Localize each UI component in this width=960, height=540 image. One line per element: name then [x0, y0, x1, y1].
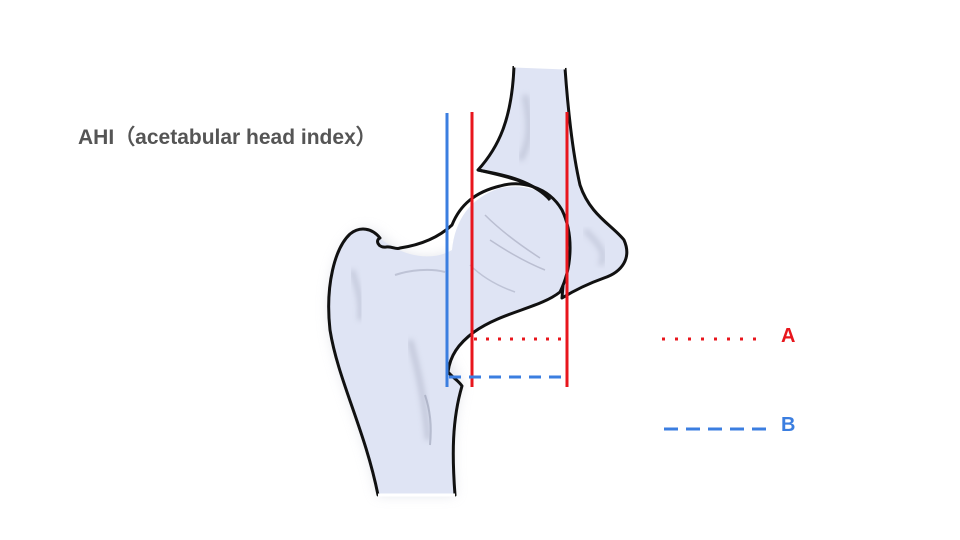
femur-texture-2	[407, 339, 431, 441]
pelvis-shade-1	[517, 94, 532, 162]
acetabular-rim	[477, 168, 552, 201]
femur-texture-3	[394, 268, 446, 276]
femur-texture-4	[424, 394, 432, 446]
femur-bone	[327, 168, 572, 497]
pelvis-shade-2	[583, 228, 606, 267]
femur-shaft-fill	[328, 229, 470, 495]
legend-b-label: B	[781, 414, 796, 436]
head-texture-2	[489, 239, 546, 271]
pelvis-fill	[478, 66, 627, 298]
legend	[662, 337, 766, 431]
femur-texture-1	[350, 269, 363, 321]
legend-a-label: A	[781, 325, 796, 347]
femur-outline	[327, 182, 572, 497]
pelvis-cut-edge	[513, 64, 566, 70]
diagram-title: AHI（acetabular head index）	[78, 126, 377, 149]
head-texture-1	[484, 214, 541, 259]
measurement-lines	[445, 112, 569, 387]
